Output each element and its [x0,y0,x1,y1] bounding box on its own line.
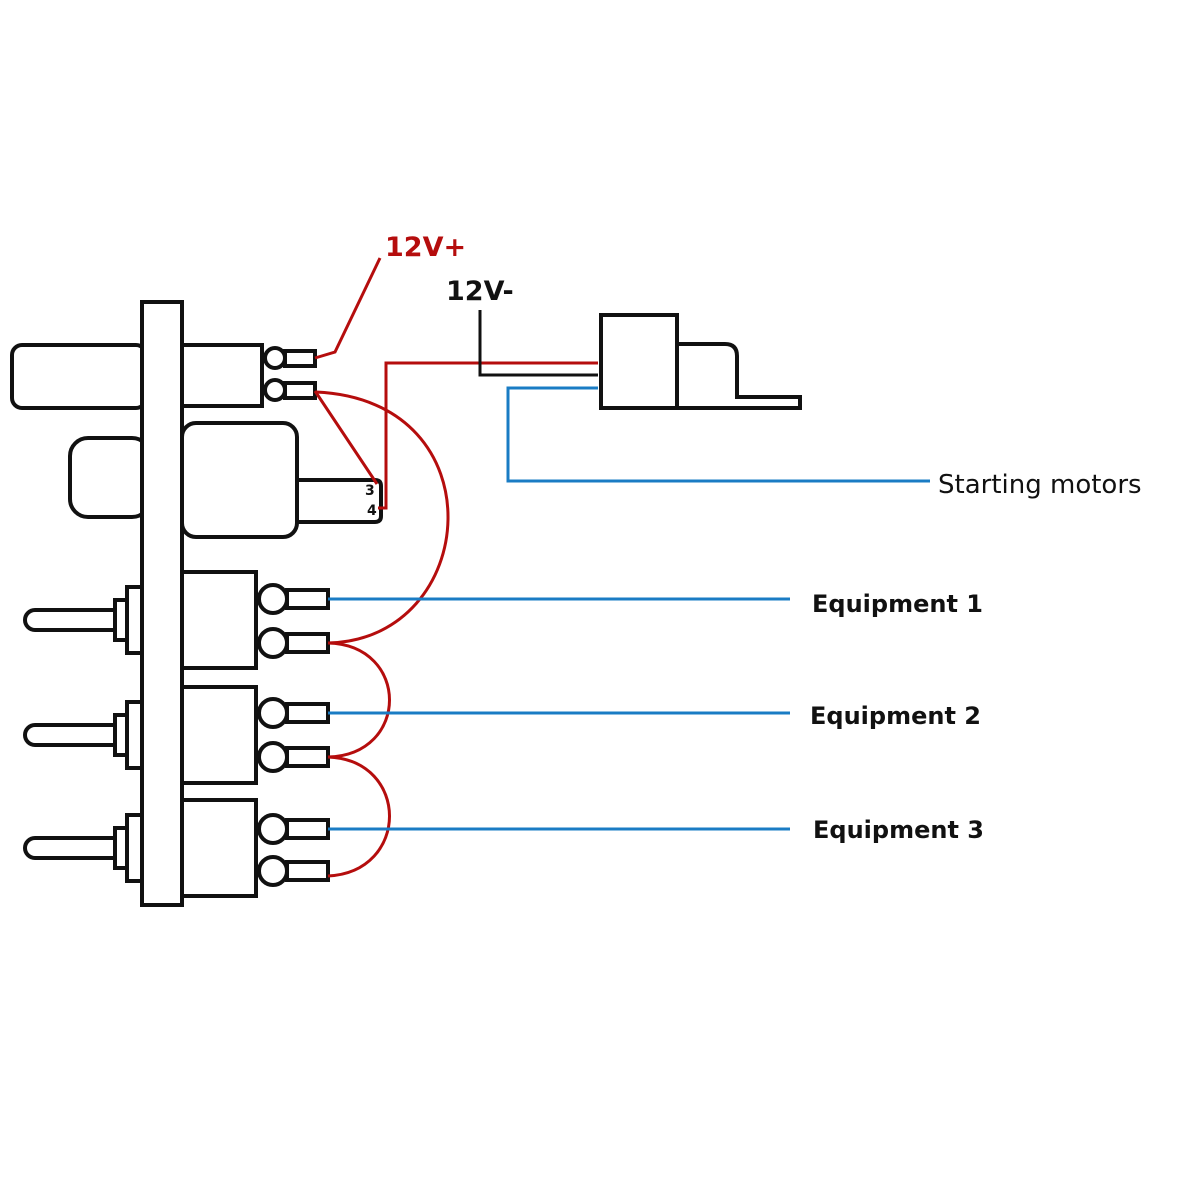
wire-12v-negative [478,310,598,377]
terminal-ring [257,813,289,845]
toggle-switch-3[interactable] [23,798,330,898]
terminal-ring [257,855,289,887]
label-equipment-3: Equipment 3 [813,816,984,844]
toggle-lever [23,723,117,747]
positive-wires [313,257,598,878]
terminal-ring [257,697,289,729]
start-button [68,421,383,539]
toggle-switch-2[interactable] [23,685,330,785]
terminal-ring [263,346,287,370]
signal-wires [328,386,930,831]
toggle-body [180,570,258,670]
label-12v-negative: 12V- [446,276,514,307]
label-equipment-2: Equipment 2 [810,702,981,730]
terminal-tab [283,381,317,400]
wire-jumper-2-3 [327,755,391,878]
toggle-bushing [125,585,144,655]
terminal-tab [285,702,330,724]
wire-feed-to-toggle-1 [315,390,450,645]
toggle-lever [23,836,117,860]
wire-jumper-1-2 [327,641,391,759]
toggle-body [180,798,258,898]
label-12v-positive: 12V+ [385,232,466,263]
starter-relay [599,313,802,410]
relay-bracket [675,342,802,410]
ignition-switch-knob [10,343,148,410]
start-button-cap [68,436,152,519]
terminal-tab [285,746,330,768]
toggle-lever [23,608,117,632]
label-pin-4: 4 [367,503,377,519]
toggle-body [180,685,258,785]
start-button-body [180,421,299,539]
wire-12v-positive [314,257,382,360]
relay-body [599,313,679,410]
label-equipment-1: Equipment 1 [812,590,983,618]
ignition-switch-body [180,343,264,408]
terminal-tab [285,818,330,840]
terminal-tab [283,349,317,368]
wire-starting-motors [506,386,930,483]
ignition-switch [10,343,317,410]
terminal-ring [257,583,289,615]
wire-to-pin-3 [313,390,379,485]
label-starting-motors: Starting motors [938,470,1142,500]
terminal-ring [263,378,287,402]
terminal-tab [285,632,330,654]
terminal-tab [285,588,330,610]
panel-plate [140,300,184,907]
label-pin-3: 3 [365,483,375,499]
toggle-bushing [125,700,144,770]
wire-pin-4-to-relay [378,361,598,510]
terminal-tab [285,860,330,882]
terminal-ring [257,627,289,659]
terminal-ring [257,741,289,773]
start-button-pin-block [295,478,383,524]
toggle-bushing [125,813,144,883]
toggle-switch-1[interactable] [23,570,330,670]
